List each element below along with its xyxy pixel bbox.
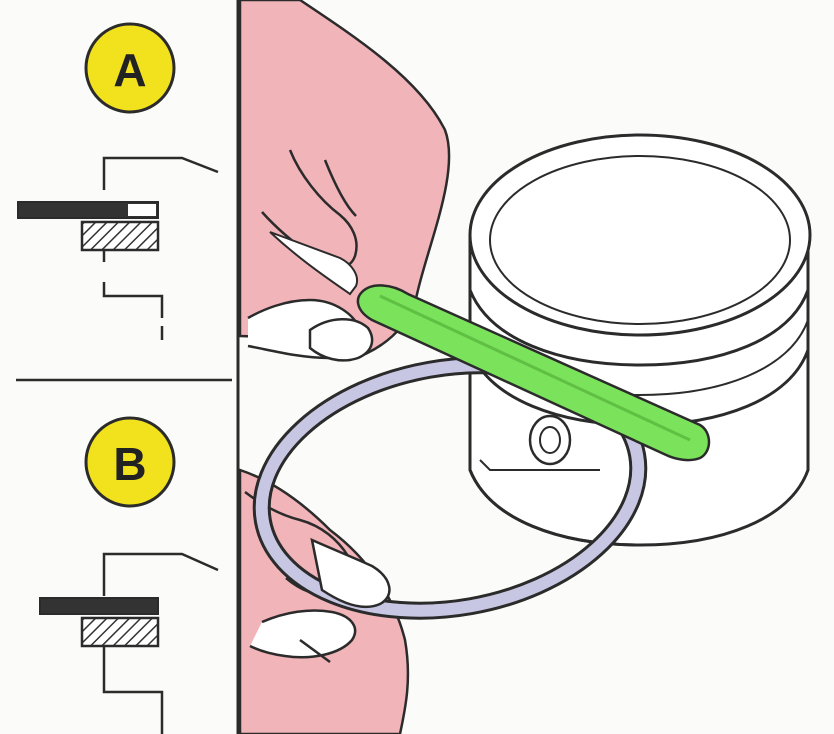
- badge-b-label: B: [113, 438, 146, 490]
- thumb-over-ring-icon: [310, 537, 391, 609]
- badge-b-icon: B: [84, 416, 176, 508]
- ring-groove-section-a-icon: [17, 156, 219, 340]
- ring-tool-icon: [269, 231, 711, 462]
- main-illustration: [238, 0, 812, 734]
- piston-icon: [468, 133, 812, 547]
- badge-a-icon: A: [84, 22, 176, 114]
- badge-a-label: A: [113, 44, 146, 96]
- left-panel: A B: [16, 0, 240, 734]
- fingertip-over-tool-icon: [308, 318, 374, 362]
- ring-groove-section-b-icon: [39, 552, 219, 734]
- piston-ring-icon: [252, 356, 648, 620]
